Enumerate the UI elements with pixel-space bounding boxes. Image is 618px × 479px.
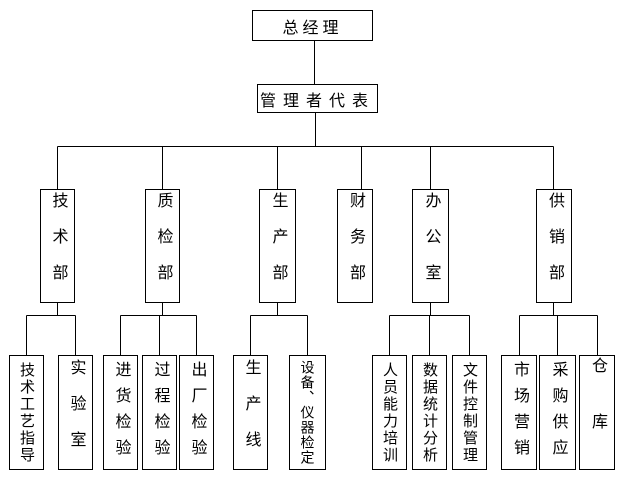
dept-label: 生产部 bbox=[269, 192, 287, 300]
child-label: 仓库 bbox=[589, 356, 606, 469]
child-marketing: 市场营销 bbox=[501, 355, 537, 470]
dept-label: 供销部 bbox=[546, 192, 563, 300]
child-label: 出厂检验 bbox=[188, 360, 206, 465]
dept-supply-sales: 供销部 bbox=[536, 189, 572, 303]
child-factory-inspection: 出厂检验 bbox=[179, 355, 214, 470]
child-label: 文件控制管理 bbox=[461, 361, 478, 464]
dept-technology: 技术部 bbox=[40, 189, 75, 303]
child-personnel-capability-training: 人员能力培训 bbox=[372, 355, 407, 470]
dept-finance: 财务部 bbox=[337, 189, 373, 303]
node-label: 总经理 bbox=[282, 19, 343, 37]
child-equipment-instrument-verification: 设备、仪器检定 bbox=[289, 355, 326, 470]
dept-label: 技术部 bbox=[49, 192, 67, 300]
dept-label: 办公室 bbox=[422, 192, 440, 300]
child-label: 市场营销 bbox=[511, 360, 528, 465]
child-label: 实验室 bbox=[67, 358, 85, 467]
child-label: 人员能力培训 bbox=[381, 361, 398, 464]
child-process-inspection: 过程检验 bbox=[142, 355, 177, 470]
child-data-statistics-analysis: 数据统计分析 bbox=[412, 355, 447, 470]
child-label: 技术工艺指导 bbox=[18, 361, 35, 464]
child-laboratory: 实验室 bbox=[58, 355, 93, 470]
child-purchasing-supply: 采购供应 bbox=[539, 355, 576, 470]
child-label: 采购供应 bbox=[549, 360, 567, 465]
child-document-control-management: 文件控制管理 bbox=[452, 355, 487, 470]
child-incoming-inspection: 进货检验 bbox=[103, 355, 138, 470]
child-label: 生产线 bbox=[242, 358, 260, 467]
dept-office: 办公室 bbox=[412, 189, 449, 303]
child-label: 数据统计分析 bbox=[421, 361, 438, 464]
child-label: 设备、仪器检定 bbox=[299, 360, 316, 465]
dept-quality-inspection: 质检部 bbox=[145, 189, 180, 303]
dept-label: 质检部 bbox=[154, 192, 172, 300]
child-production-line: 生产线 bbox=[233, 355, 268, 470]
dept-production: 生产部 bbox=[259, 189, 296, 303]
child-label: 过程检验 bbox=[151, 360, 169, 465]
child-technical-process-guidance: 技术工艺指导 bbox=[9, 355, 44, 470]
node-label: 管理者代表 bbox=[259, 92, 375, 110]
node-general-manager: 总经理 bbox=[252, 10, 373, 41]
child-label: 进货检验 bbox=[112, 360, 130, 465]
child-warehouse: 仓库 bbox=[579, 355, 615, 470]
node-management-representative: 管理者代表 bbox=[257, 84, 378, 113]
dept-label: 财务部 bbox=[347, 192, 364, 300]
